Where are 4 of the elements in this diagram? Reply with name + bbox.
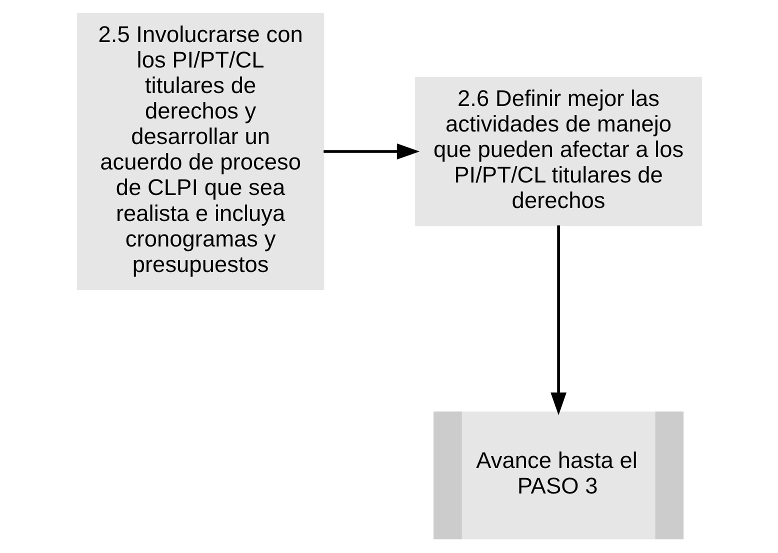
arrow	[323, 144, 420, 160]
arrow	[550, 225, 566, 416]
node-box: 2.6 Definir mejor las actividades de manejo que pueden afectar a los PI/PT/CL titulares de derechos	[414, 76, 702, 226]
node-box: 2.5 Involucrarse con los PI/PT/CL titulares de derechos y desarrollar un acuerdo de proceso de CLPI que sea realista e incluya cronogramas y presupuestos	[76, 12, 324, 290]
